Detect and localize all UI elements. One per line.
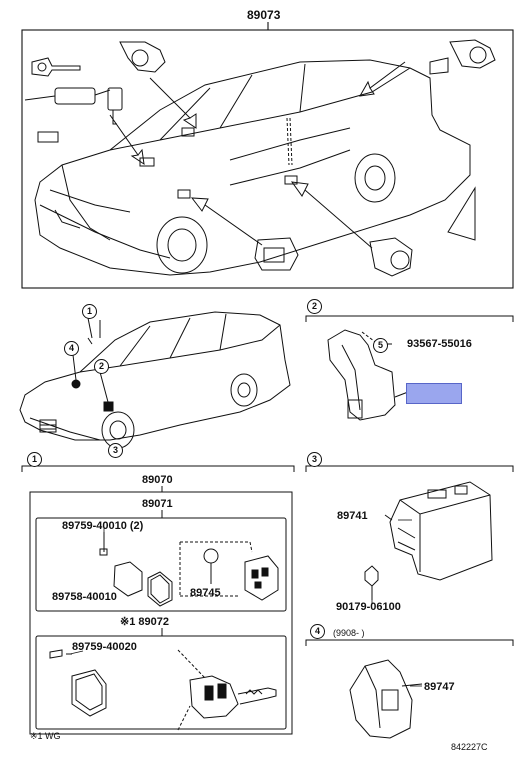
section-3-marker: 3 [307, 452, 322, 467]
top-frame [21, 29, 514, 289]
section4-frame [305, 639, 514, 739]
section-4-marker: 4 [310, 624, 325, 639]
ecu-screw-part-number: 90179-06100 [336, 601, 401, 613]
leader-lines [69, 519, 422, 687]
section3-frame [305, 465, 514, 600]
footnote: ※1 WG [30, 731, 61, 741]
diagram-code: 842227C [451, 742, 488, 752]
screw-part-number-a: 89759-40010 (2) [62, 520, 144, 532]
section1-parts [49, 532, 279, 731]
section4-part-number: 89747 [424, 681, 455, 693]
top-car-drawing [34, 59, 471, 276]
date-code: (9908- ) [333, 628, 365, 638]
note-part-number: ※1 89072 [120, 616, 169, 628]
sub-part-number: 89071 [142, 498, 173, 510]
section-2-marker: 2 [307, 299, 322, 314]
middle-car-drawing [19, 311, 291, 449]
screw-part-number-b: 89759-40020 [72, 641, 137, 653]
battery-part-number: 89745 [190, 587, 221, 599]
highlight-swatch [406, 383, 462, 404]
car-callout-3: 3 [108, 443, 123, 458]
car-callout-1: 1 [82, 304, 97, 319]
bolt-callout: 5 [373, 338, 388, 353]
case-part-number: 89758-40010 [52, 591, 117, 603]
section1-frame [21, 465, 295, 735]
top-lock-parts [24, 39, 496, 277]
car-callout-4: 4 [64, 341, 79, 356]
bolt-part-number: 93567-55016 [407, 338, 472, 350]
section2-frame [305, 315, 514, 421]
group-part-number: 89070 [142, 474, 173, 486]
top-part-number: 89073 [247, 8, 281, 22]
top-leader-arrows [109, 61, 406, 249]
section-1-marker: 1 [27, 452, 42, 467]
car-callout-2: 2 [94, 359, 109, 374]
ecu-part-number: 89741 [337, 510, 368, 522]
